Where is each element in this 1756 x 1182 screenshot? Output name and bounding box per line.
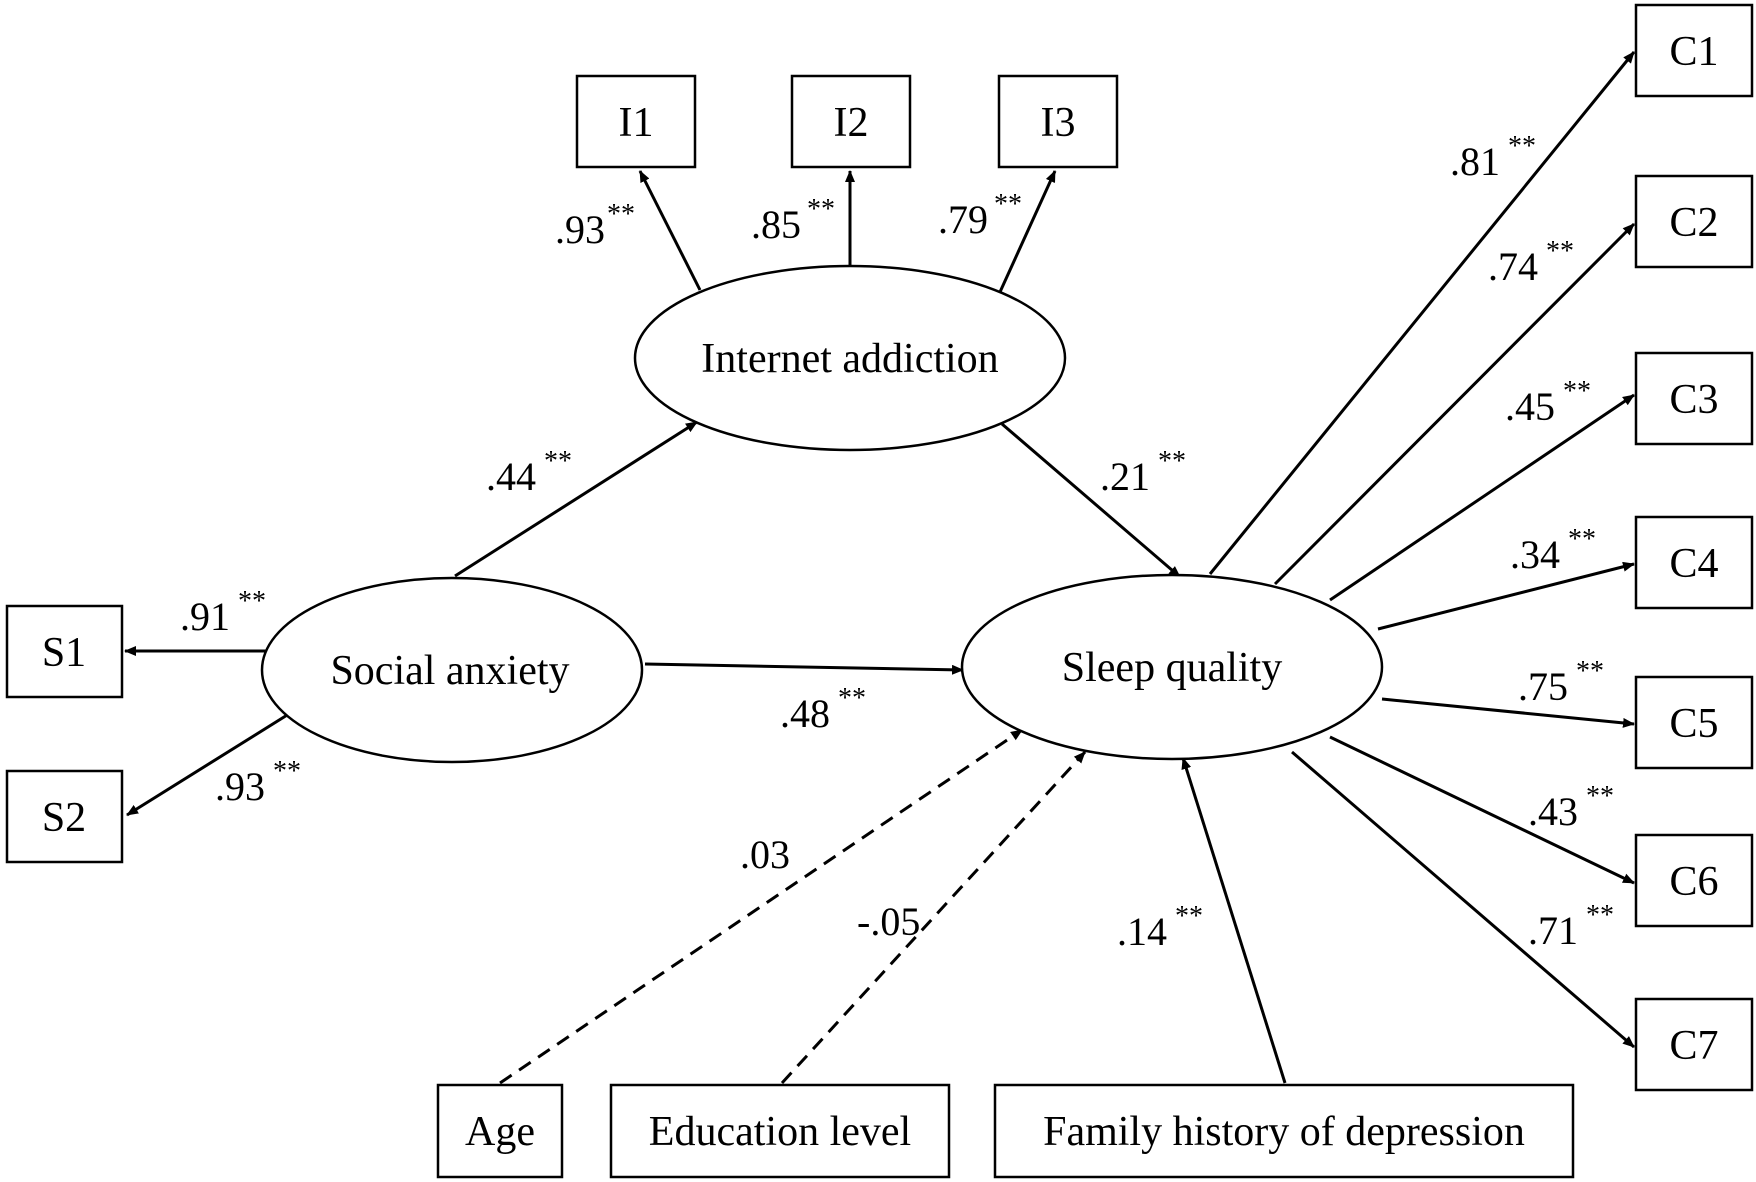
indicator-s1-box: [5, 604, 124, 699]
indicator-c5-label: C5: [1669, 701, 1718, 747]
path-sleep-c6: [1329, 735, 1635, 885]
coef-c4: .34**: [1510, 524, 1596, 577]
internet-addiction-ellipse: [633, 264, 1067, 452]
path-education-sleep: [780, 750, 1087, 1085]
covariate-age-label: Age: [465, 1109, 535, 1155]
indicator-c2-box: [1634, 174, 1754, 269]
path-social-sleep: [644, 662, 964, 675]
coef-c7: .71**: [1528, 900, 1614, 953]
indicator-i3-label: I3: [1041, 100, 1076, 146]
indicator-c6-box: [1634, 833, 1754, 928]
paths: [124, 51, 1636, 1085]
social-anxiety-ellipse: [260, 576, 644, 764]
path-social-internet: [454, 420, 698, 578]
indicator-c1-box: [1634, 3, 1754, 98]
path-sleep-c5: [1381, 697, 1635, 728]
coef-age: .03: [740, 832, 790, 877]
covariate-age-box: [436, 1083, 564, 1179]
indicator-i1-box: [575, 74, 697, 169]
social-anxiety-label: Social anxiety: [330, 648, 569, 694]
indicator-i2-label: I2: [834, 100, 869, 146]
coef-c5: .75**: [1518, 656, 1604, 709]
coef-family: .14**: [1117, 901, 1203, 954]
coef-c2: .74**: [1488, 236, 1574, 289]
indicator-c7-box: [1634, 997, 1754, 1092]
indicator-s1-label: S1: [42, 630, 86, 676]
coef-c6: .43**: [1528, 781, 1614, 834]
coefficients: .93** .85** .79** .91** .93** .44** .21*…: [180, 131, 1614, 954]
coef-i2: .85**: [751, 194, 835, 247]
path-sleep-c2: [1273, 222, 1636, 586]
indicator-c3-label: C3: [1669, 377, 1718, 423]
indicator-c4-box: [1634, 515, 1754, 610]
internet-addiction-label: Internet addiction: [701, 336, 998, 382]
coef-i3: .79**: [938, 189, 1022, 242]
path-family-sleep: [1181, 757, 1287, 1084]
coef-i1: .93**: [555, 199, 635, 252]
covariate-family-box: [993, 1083, 1575, 1179]
coef-social-internet: .44**: [486, 446, 572, 499]
path-sleep-c7: [1291, 750, 1635, 1049]
path-internet-i1: [638, 170, 702, 291]
path-internet-sleep: [1001, 422, 1181, 579]
coef-c1: .81**: [1450, 131, 1536, 184]
path-age-sleep: [499, 728, 1023, 1085]
coef-education: -.05: [857, 899, 920, 944]
indicators: I1 I2 I3 S1 S2 C1 C2 C3 C4 C5 C6 C7: [5, 3, 1754, 1092]
covariate-education-label: Education level: [649, 1109, 911, 1155]
latent-variables: Internet addiction Social anxiety Sleep …: [260, 264, 1384, 764]
sleep-quality-ellipse: [960, 573, 1384, 761]
covariate-family-label: Family history of depression: [1043, 1109, 1525, 1155]
path-sleep-c1: [1208, 51, 1636, 575]
indicator-s2-label: S2: [42, 795, 86, 841]
coef-internet-sleep: .21**: [1100, 446, 1186, 499]
indicator-c1-label: C1: [1669, 29, 1718, 75]
coef-social-sleep: .48**: [780, 683, 866, 736]
path-sleep-c3: [1329, 393, 1635, 602]
indicator-i3-box: [997, 74, 1119, 169]
indicator-s2-box: [5, 769, 124, 864]
indicator-c4-label: C4: [1669, 541, 1718, 587]
sleep-quality-label: Sleep quality: [1062, 645, 1282, 691]
indicator-c6-label: C6: [1669, 859, 1718, 905]
coef-s2: .93**: [215, 756, 301, 809]
covariates: Age Education level Family history of de…: [436, 1083, 1575, 1179]
indicator-i2-box: [790, 74, 912, 169]
indicator-c7-label: C7: [1669, 1023, 1718, 1069]
indicator-c3-box: [1634, 351, 1754, 446]
path-sleep-c4: [1377, 561, 1635, 631]
path-internet-i3: [998, 170, 1057, 293]
indicator-c5-box: [1634, 675, 1754, 770]
coef-s1: .91**: [180, 586, 266, 639]
covariate-education-box: [609, 1083, 951, 1179]
coef-c3: .45**: [1505, 376, 1591, 429]
path-social-s2: [126, 710, 293, 817]
indicator-c2-label: C2: [1669, 200, 1718, 246]
indicator-i1-label: I1: [619, 100, 654, 146]
